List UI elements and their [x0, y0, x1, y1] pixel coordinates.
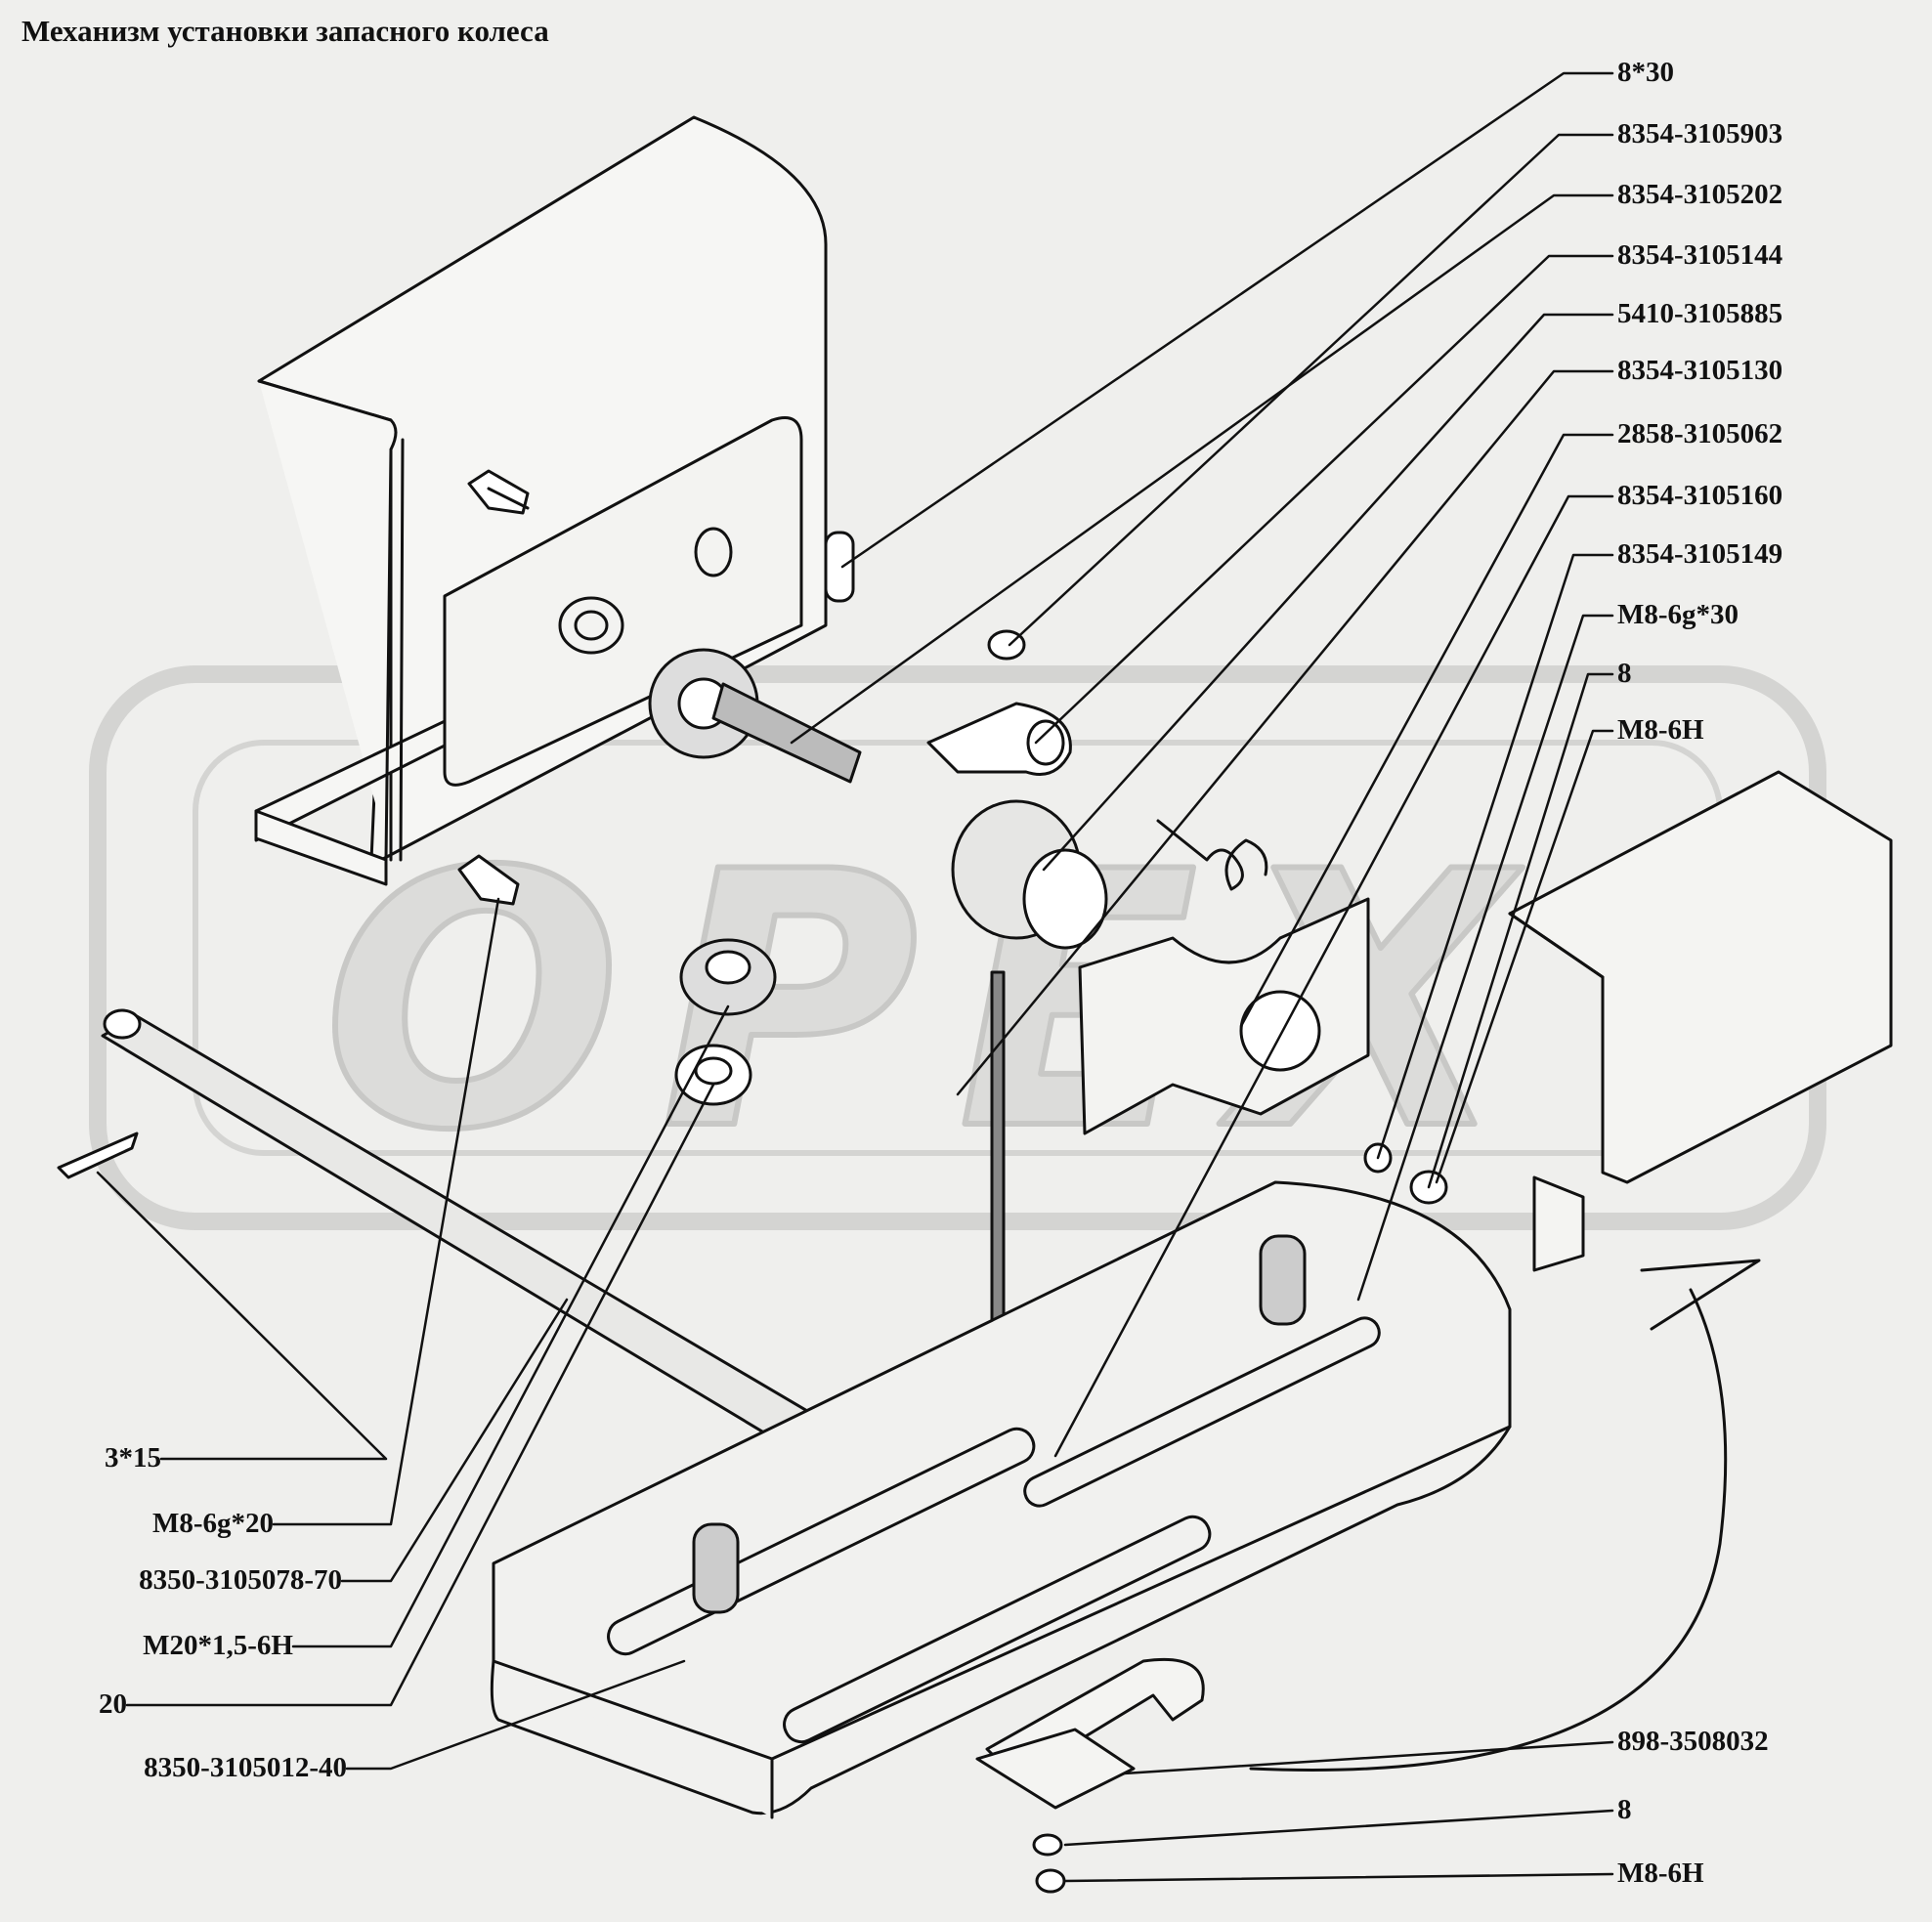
- hook-bracket: [975, 1657, 1205, 1810]
- bolt-m8-bottom: [457, 854, 520, 906]
- rotation-arrow: [1249, 1259, 1761, 1772]
- leader-lines-right: [790, 71, 1614, 1883]
- cotter-pin-8x30: [824, 531, 855, 603]
- callout-8x30: 8*30: [1617, 57, 1674, 88]
- nut-m20: [679, 938, 777, 1016]
- spring: [1156, 819, 1268, 891]
- pawl: [926, 702, 1072, 776]
- callout-m8-6g-30: M8-6g*30: [1617, 599, 1739, 630]
- callout-8350-3105012-40: 8350-3105012-40: [144, 1752, 347, 1783]
- callout-8350-3105078-70: 8350-3105078-70: [139, 1564, 342, 1596]
- nut-m8-lower: [1035, 1868, 1066, 1894]
- callout-8354-3105903: 8354-3105903: [1617, 118, 1783, 149]
- callout-898-3508032: 898-3508032: [1617, 1726, 1769, 1757]
- callout-8354-3105144: 8354-3105144: [1617, 239, 1783, 271]
- callout-m8-6h-lower: M8-6H: [1617, 1858, 1704, 1889]
- bracket-plate: [443, 416, 803, 787]
- leader-lines-left: [96, 897, 730, 1771]
- callout-8354-3105149: 8354-3105149: [1617, 538, 1783, 570]
- ratchet-drum: [951, 799, 1108, 950]
- washer-20: [674, 1044, 752, 1106]
- callout-8354-3105202: 8354-3105202: [1617, 179, 1783, 210]
- callout-m8-6g-20: M8-6g*20: [151, 1508, 274, 1539]
- threaded-shaft: [711, 682, 862, 784]
- callout-8354-3105130: 8354-3105130: [1617, 355, 1783, 386]
- base-plate: [490, 1180, 1512, 1819]
- callout-5410-3105885: 5410-3105885: [1617, 298, 1783, 329]
- callout-8354-3105160: 8354-3105160: [1617, 480, 1783, 511]
- bolt-m8-top: [467, 469, 530, 515]
- callout-m8-6h: M8-6H: [1617, 714, 1704, 746]
- callout-2858-3105062: 2858-3105062: [1617, 418, 1783, 449]
- lock-bracket: [1078, 897, 1370, 1135]
- spring-washer-8-lower: [1032, 1833, 1063, 1857]
- cover-plate: [1508, 770, 1893, 1272]
- callout-3x15: 3*15: [105, 1442, 161, 1474]
- callout-m20-thread: M20*1,5-6H: [143, 1630, 293, 1661]
- diagram-title: Механизм установки запасного колеса: [21, 14, 549, 48]
- cotter-pin-3x15: [57, 1132, 139, 1179]
- callout-8-washer-lower: 8: [1617, 1794, 1632, 1825]
- callout-20-washer: 20: [99, 1688, 127, 1720]
- callout-8-washer: 8: [1617, 658, 1632, 689]
